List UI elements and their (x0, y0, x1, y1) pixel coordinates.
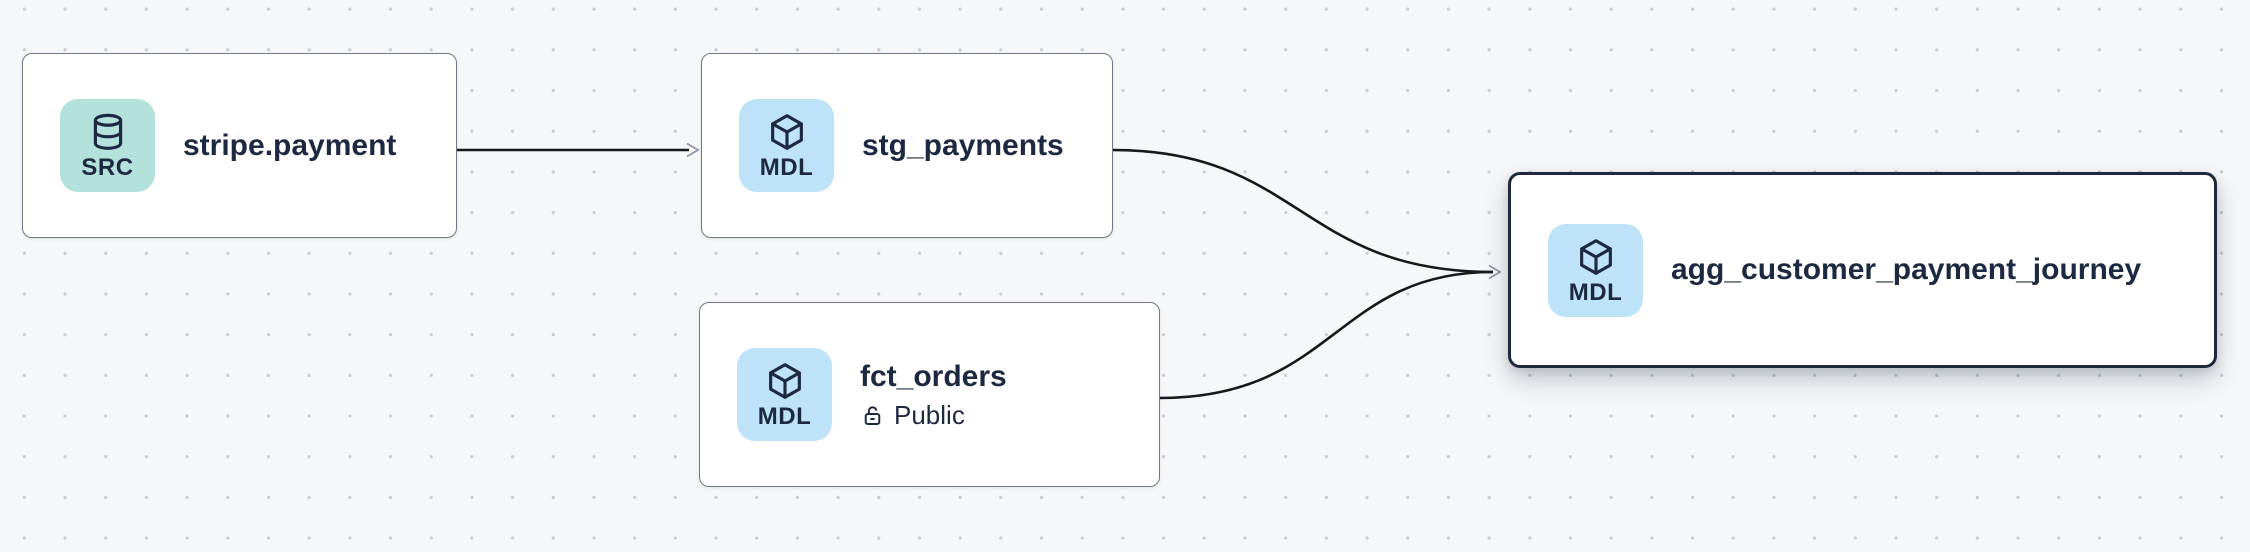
node-stripe-payment[interactable]: SRC stripe.payment (22, 53, 457, 238)
cube-icon (1579, 238, 1612, 275)
cube-icon (770, 114, 803, 150)
access-label: Public (894, 400, 965, 431)
node-type-badge: MDL (1548, 223, 1643, 317)
node-agg-customer-payment-journey[interactable]: MDL agg_customer_payment_journey (1508, 172, 2217, 368)
badge-label: SRC (81, 154, 134, 181)
badge-label: MDL (759, 154, 814, 181)
node-label: stripe.payment (183, 128, 397, 162)
access-row: Public (860, 401, 1007, 430)
badge-label: MDL (757, 403, 812, 430)
node-label: fct_orders (860, 360, 1007, 394)
lock-open-icon (864, 406, 881, 426)
node-stg-payments[interactable]: MDL stg_payments (701, 53, 1113, 238)
node-fct-orders[interactable]: MDL fct_orders Public (699, 302, 1160, 487)
node-label: stg_payments (862, 128, 1064, 162)
cube-icon (768, 363, 801, 399)
node-label: agg_customer_payment_journey (1671, 253, 2142, 286)
badge-label: MDL (1568, 278, 1623, 306)
edge-fct-orders-to-agg-customer-payment-journey[interactable] (1159, 270, 1494, 400)
edge-stg-payments-to-agg-customer-payment-journey[interactable] (1112, 148, 1494, 274)
node-type-badge: MDL (739, 99, 834, 192)
database-icon (93, 113, 122, 150)
node-type-badge: SRC (60, 99, 155, 192)
node-type-badge: MDL (737, 348, 832, 441)
